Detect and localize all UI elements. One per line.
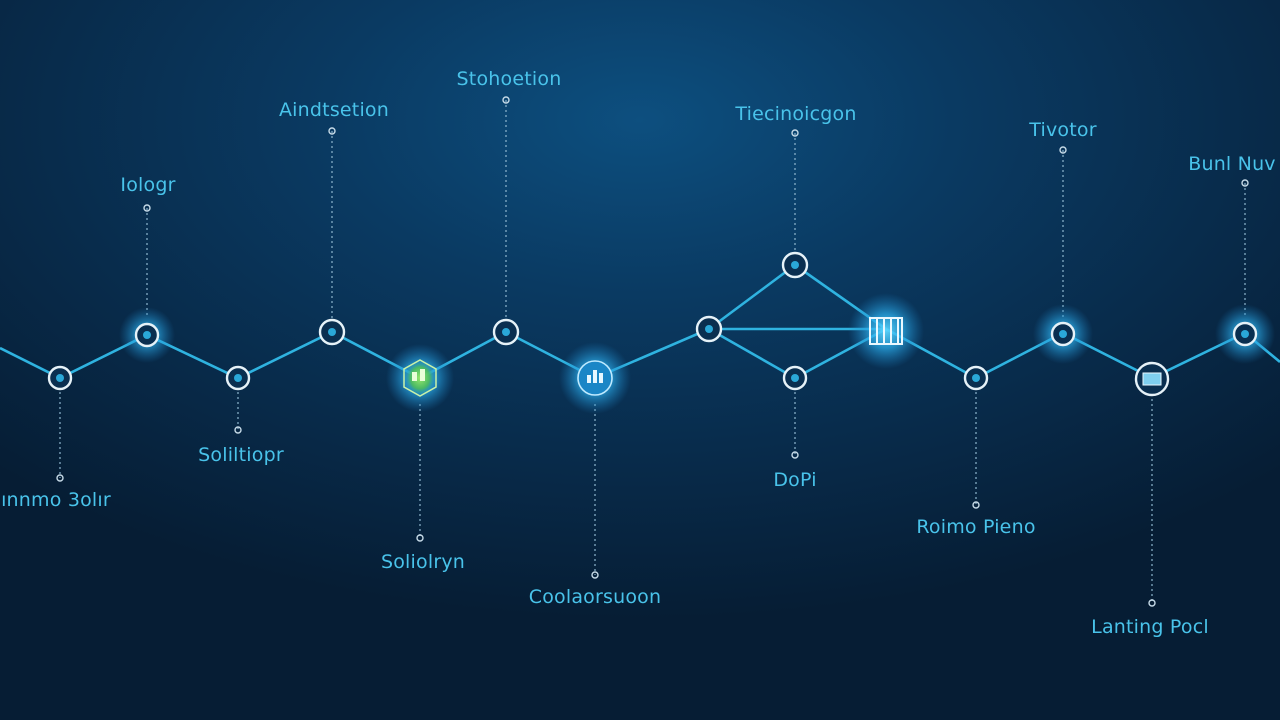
upper-stems <box>143 96 1249 318</box>
glowing-chart-node-icon <box>559 342 631 414</box>
lower-label: Soliolryn <box>381 551 465 573</box>
lower-label: Roimo Pieno <box>916 516 1035 538</box>
upper-label: Stohoetion <box>457 68 562 90</box>
ring-node-icon <box>781 251 809 279</box>
ring-node-icon <box>782 365 808 391</box>
lower-stems <box>56 392 1156 607</box>
ring-node-icon <box>225 365 251 391</box>
ring-node-icon <box>318 318 346 346</box>
ring-node-icon <box>963 365 989 391</box>
timeline-nodes <box>47 251 1275 414</box>
calendar-node-icon <box>1134 361 1170 397</box>
upper-label: Aindtsetion <box>279 99 389 121</box>
lower-label: Coolaorsuoon <box>529 586 662 608</box>
lower-label: DoPi <box>773 469 816 491</box>
ring-node-icon <box>695 315 723 343</box>
lower-label: Lanting Pocl <box>1091 616 1209 638</box>
upper-label: Tiecinoicgon <box>734 103 856 125</box>
ring-node-icon <box>47 365 73 391</box>
lower-label: ınnmo 3olır <box>1 489 111 511</box>
glowing-node-icon <box>1033 304 1093 364</box>
glowing-node-icon <box>1215 304 1275 364</box>
upper-label: Bunl Nuv <box>1188 153 1276 175</box>
upper-label: Iologr <box>120 174 175 196</box>
lower-label: Soliltiopr <box>198 444 284 466</box>
building-node-icon <box>848 293 924 369</box>
lower-labels: ınnmo 3olır Soliltiopr Soliolryn Coolaor… <box>1 444 1209 638</box>
ring-node-icon <box>492 318 520 346</box>
glowing-node-icon <box>119 307 175 363</box>
hexagon-node-icon <box>386 344 454 412</box>
upper-labels: Iologr Aindtsetion Stohoetion Tiecinoicg… <box>120 68 1275 196</box>
upper-label: Tivotor <box>1028 119 1096 141</box>
